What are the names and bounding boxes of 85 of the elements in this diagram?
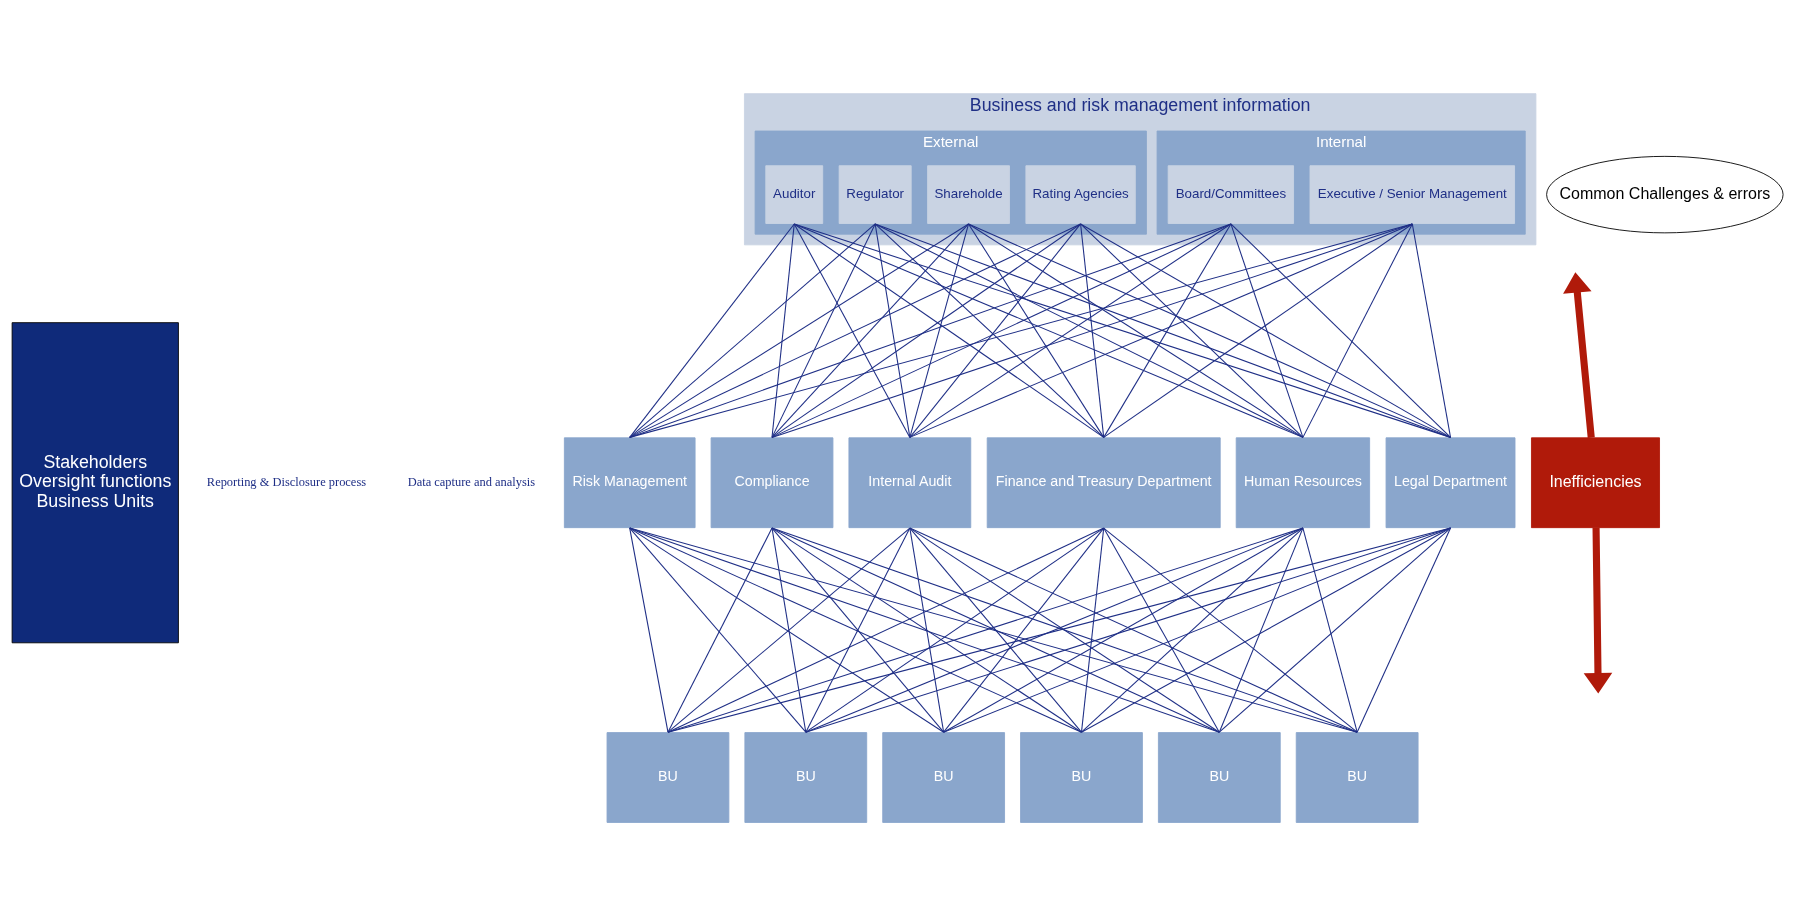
node-box: Risk Management [563,437,696,529]
connector [629,527,669,733]
node-ellipse: Common Challenges & errors [1546,155,1784,234]
node-box: Inefficiencies [1531,437,1660,529]
label: Data capture and analysis [407,475,536,490]
connector [1103,223,1413,438]
connector [667,527,911,733]
node-box: Internal Audit [848,437,972,529]
connector [1080,223,1304,438]
connector [1356,527,1452,733]
connector [1080,527,1452,733]
connector [805,527,1105,733]
connector [1302,527,1358,733]
connector [909,527,1358,733]
connector [805,527,1452,733]
connector [771,527,1220,733]
connector [943,527,1452,733]
connector [874,223,911,438]
node-box: BU [1295,732,1419,823]
connector [667,527,773,733]
connector [771,527,1082,733]
connector [1218,527,1304,733]
connector [805,527,911,733]
connector [943,527,1304,733]
connector [771,223,876,438]
arrow [1563,272,1595,438]
connector [1080,223,1105,438]
connector [1080,223,1452,438]
node-box: BU [606,732,730,823]
connector [1080,527,1304,733]
node-box: Regulator [838,165,912,224]
node-box: Auditor [765,165,824,224]
connector [1080,527,1105,733]
connector [771,223,795,438]
node-box: Stakeholders Oversight functions Business Units [11,322,179,644]
connector [771,223,1232,438]
connector [629,223,795,438]
node-box: BU [882,732,1005,823]
connector [1103,527,1358,733]
arrow [1583,527,1613,694]
node-box: Finance and Treasury Department [986,437,1221,529]
connector [968,223,1304,438]
connector [629,223,970,438]
connector [629,223,1082,438]
connector [909,527,1220,733]
connector [629,527,945,733]
connector [943,527,1105,733]
node-box: Rating Agencies [1025,165,1136,224]
connector [629,223,876,438]
node-box: Compliance [710,437,834,529]
node-box: BU [1157,732,1281,823]
connector [1103,527,1220,733]
node-box: Shareholde [927,165,1010,224]
connector [968,223,1105,438]
node-box: Executive / Senior Management [1309,165,1515,224]
connector [1218,527,1452,733]
connector [909,223,970,438]
node-box: Board/Committees [1167,165,1295,224]
label: Reporting & Disclosure process [206,475,367,490]
connector [793,223,911,438]
connector [874,223,1105,438]
connector [771,527,945,733]
connector [968,223,1452,438]
connector [629,223,1232,438]
connector [909,527,1082,733]
connector [771,223,970,438]
connector [874,223,1304,438]
connector [793,223,1304,438]
node-box: BU [744,732,868,823]
connector [909,223,1082,438]
connector [629,527,1220,733]
connector [1411,223,1452,438]
connector [1302,223,1413,438]
node-box: BU [1020,732,1143,823]
node-box: Legal Department [1385,437,1516,529]
node-box: Human Resources [1235,437,1371,529]
connector [629,223,1413,438]
connector [1230,223,1304,438]
connector [909,223,1232,438]
connector [909,527,945,733]
connector [629,527,807,733]
connector [1230,223,1452,438]
connector [667,527,1452,733]
connector [1103,223,1232,438]
connector [771,527,807,733]
